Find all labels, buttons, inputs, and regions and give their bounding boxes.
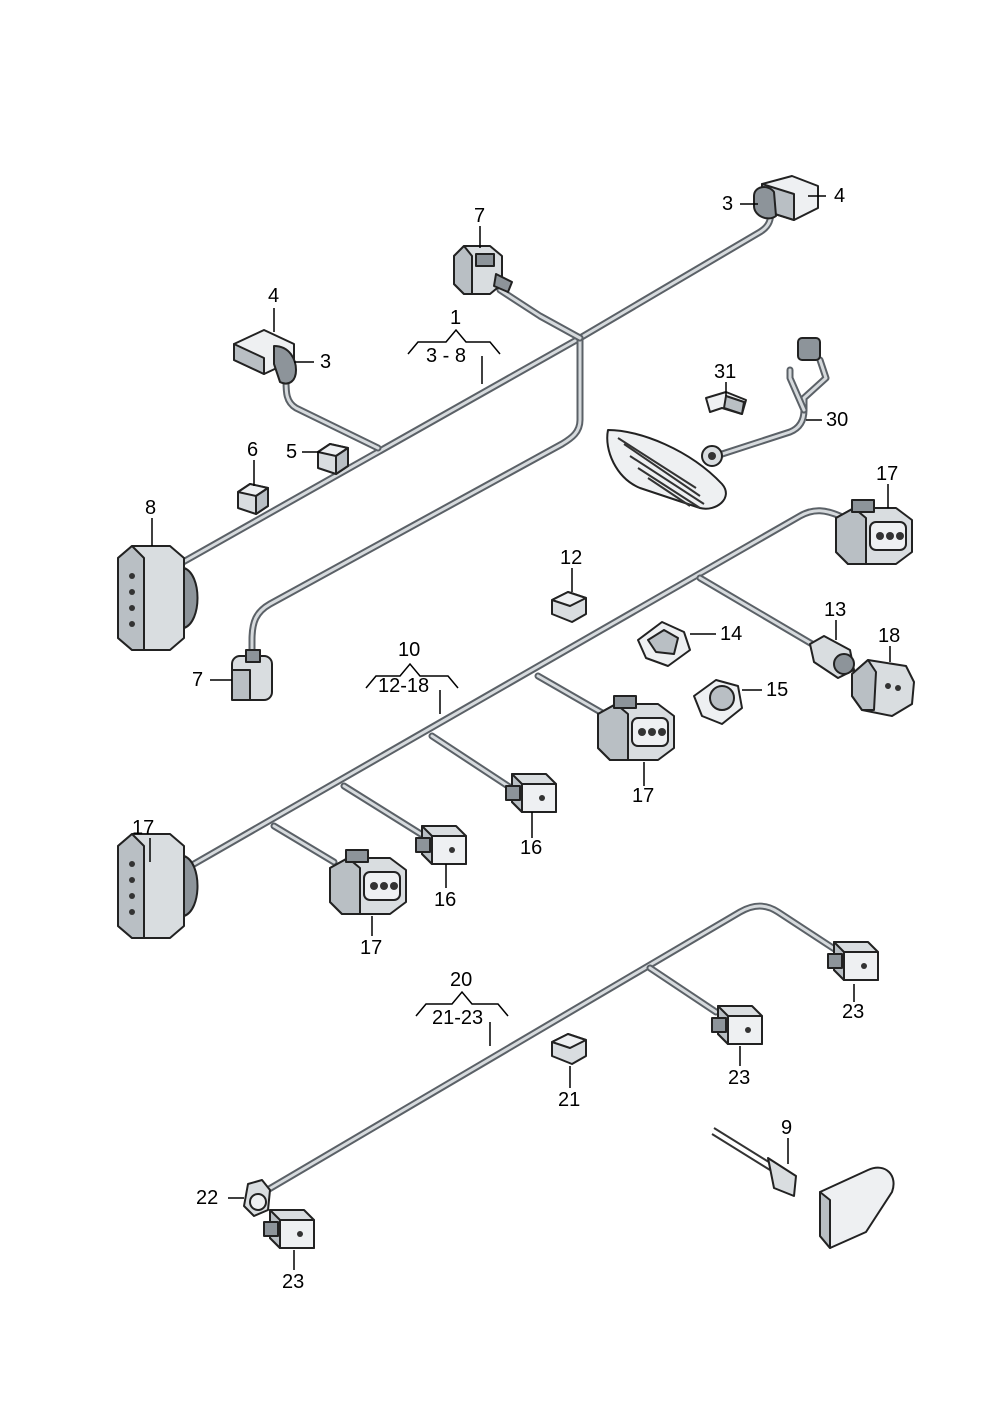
part-5-clip xyxy=(317,443,349,475)
connector-16-right xyxy=(505,773,557,813)
connector-17-lower xyxy=(329,849,407,915)
label-21: 21 xyxy=(558,1089,580,1111)
label-17-top-right: 17 xyxy=(876,463,898,485)
part-9-sensor xyxy=(711,1127,895,1249)
connector-23-middle xyxy=(711,1005,763,1045)
label-1: 1 xyxy=(450,307,461,329)
label-range-12-18: 12-18 xyxy=(378,675,429,697)
label-20: 20 xyxy=(450,969,472,991)
label-16-left: 16 xyxy=(434,889,456,911)
part-30-sensor-wire xyxy=(701,337,830,467)
label-12: 12 xyxy=(560,547,582,569)
connector-23-top xyxy=(827,941,879,981)
part-12-clip xyxy=(551,591,587,623)
label-9: 9 xyxy=(781,1117,792,1139)
label-range-21-23: 21-23 xyxy=(432,1007,483,1029)
label-31: 31 xyxy=(714,361,736,383)
part-15-holder xyxy=(693,679,743,725)
label-range-3-8: 3 - 8 xyxy=(426,345,466,367)
label-23-middle: 23 xyxy=(728,1067,750,1089)
brace-group-1 xyxy=(407,328,501,355)
connector-17-left xyxy=(117,833,199,939)
connector-17-middle xyxy=(597,695,675,761)
label-4-right: 4 xyxy=(834,185,845,207)
part-14-holder xyxy=(637,621,691,667)
label-18: 18 xyxy=(878,625,900,647)
label-6: 6 xyxy=(247,439,258,461)
connector-13 xyxy=(809,635,855,679)
connector-4-left xyxy=(233,329,297,385)
harness-20 xyxy=(260,902,840,1196)
label-22: 22 xyxy=(196,1187,218,1209)
label-8: 8 xyxy=(145,497,156,519)
label-5: 5 xyxy=(286,441,297,463)
label-16-right: 16 xyxy=(520,837,542,859)
connector-17-top-right xyxy=(835,499,913,565)
label-7-top: 7 xyxy=(474,205,485,227)
part-6-clip xyxy=(237,483,269,515)
connector-18 xyxy=(851,659,915,717)
connector-23-bottom xyxy=(263,1209,315,1249)
leader-lines xyxy=(149,195,891,1270)
label-23-top: 23 xyxy=(842,1001,864,1023)
harness-10 xyxy=(176,507,844,876)
connector-16-left xyxy=(415,825,467,865)
label-3-right: 3 xyxy=(722,193,733,215)
label-17-left: 17 xyxy=(132,817,154,839)
connector-7-top xyxy=(453,245,513,295)
brace-group-20 xyxy=(415,990,509,1017)
grille-part xyxy=(606,429,727,510)
label-14: 14 xyxy=(720,623,742,645)
label-17-lower: 17 xyxy=(360,937,382,959)
connector-7-bottom xyxy=(231,649,273,701)
label-13: 13 xyxy=(824,599,846,621)
part-22-grommet xyxy=(243,1179,271,1217)
part-21-clip xyxy=(551,1033,587,1065)
part-labels: 1 3 - 8 3 4 4 3 5 6 7 7 8 31 30 17 12 13… xyxy=(132,185,900,1293)
label-17-middle: 17 xyxy=(632,785,654,807)
label-15: 15 xyxy=(766,679,788,701)
label-3-left: 3 xyxy=(320,351,331,373)
label-4-left: 4 xyxy=(268,285,279,307)
label-7-bottom: 7 xyxy=(192,669,203,691)
label-23-bottom: 23 xyxy=(282,1271,304,1293)
label-10: 10 xyxy=(398,639,420,661)
brace-group-10 xyxy=(365,662,459,689)
label-30: 30 xyxy=(826,409,848,431)
connector-3-4-right xyxy=(753,175,819,221)
